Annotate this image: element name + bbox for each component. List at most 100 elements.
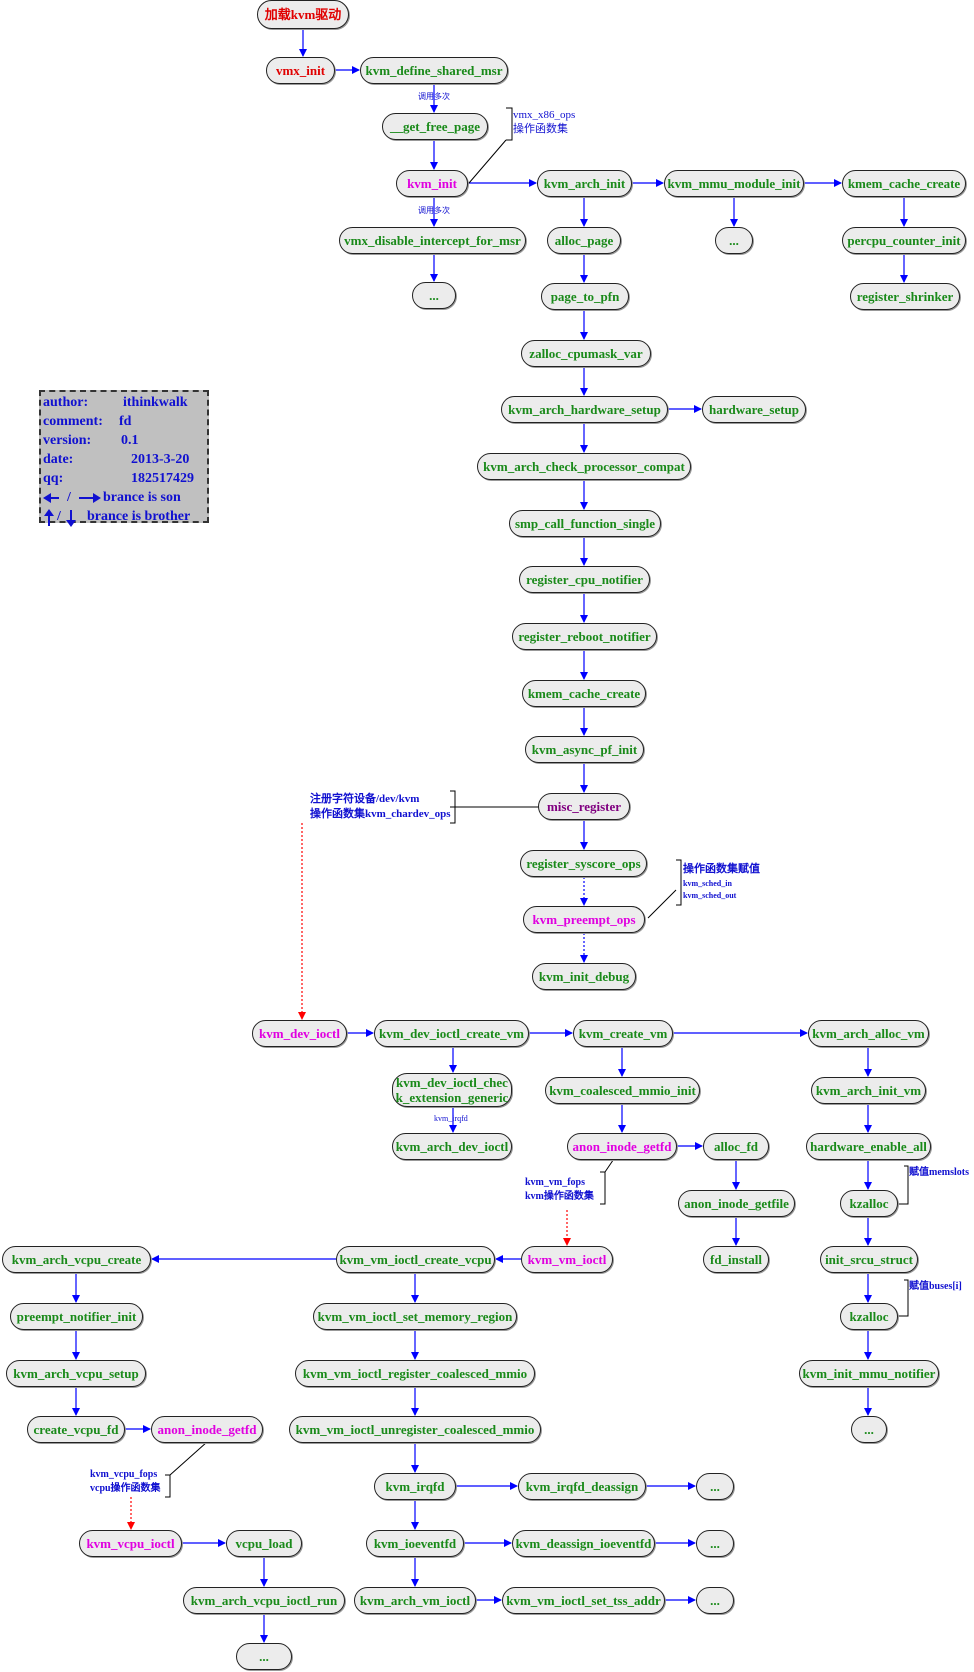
node-ellipsis-vcpu[interactable]: ...	[236, 1643, 292, 1670]
info-box: author: ithinkwalk comment: fd version: …	[39, 390, 209, 527]
node-kvm-arch-vcpu-create[interactable]: kvm_arch_vcpu_create	[2, 1246, 151, 1273]
legend-brother-text: brance is brother	[87, 509, 191, 524]
node-kvm-vm-ioctl-register-coalesced-mmio[interactable]: kvm_vm_ioctl_register_coalesced_mmio	[295, 1360, 535, 1387]
node-kvm-arch-check-processor-compat[interactable]: kvm_arch_check_processor_compat	[477, 453, 691, 480]
node-kvm-vm-ioctl-set-memory-region[interactable]: kvm_vm_ioctl_set_memory_region	[313, 1303, 517, 1330]
node-kvm-arch-alloc-vm[interactable]: kvm_arch_alloc_vm	[808, 1020, 929, 1047]
node-ellipsis-vmx[interactable]: ...	[412, 282, 456, 309]
node-kvm-deassign-ioeventfd[interactable]: kvm_deassign_ioeventfd	[512, 1530, 655, 1557]
info-comment-row: comment: fd	[43, 412, 205, 431]
note-call-many-2: 调用多次	[418, 206, 450, 215]
info-qq-row: qq: 182517429	[43, 469, 205, 488]
node-anon-inode-getfd-vcpu[interactable]: anon_inode_getfd	[151, 1416, 263, 1443]
node-smp-call-function-single[interactable]: smp_call_function_single	[509, 510, 661, 537]
node-kvm-ioeventfd[interactable]: kvm_ioeventfd	[366, 1530, 464, 1557]
node-kvm-preempt-ops[interactable]: kvm_preempt_ops	[523, 906, 645, 933]
bracket-preempt	[647, 859, 682, 919]
node-kmem-cache-create-mid[interactable]: kmem_cache_create	[522, 680, 646, 707]
node-init-srcu-struct[interactable]: init_srcu_struct	[820, 1246, 918, 1273]
legend-son-text: brance is son	[103, 490, 181, 505]
bracket-misc	[450, 790, 545, 824]
node-alloc-fd[interactable]: alloc_fd	[703, 1133, 769, 1160]
node-get-free-page[interactable]: __get_free_page	[382, 113, 488, 140]
node-register-syscore-ops[interactable]: register_syscore_ops	[520, 850, 647, 877]
note-misc-line1: 注册字符设备/dev/kvm	[310, 793, 420, 805]
node-zalloc-cpumask-var[interactable]: zalloc_cpumask_var	[521, 340, 651, 367]
node-kvm-dev-ioctl-check-extension-generic[interactable]: kvm_dev_ioctl_check_extension_generic	[392, 1073, 512, 1107]
node-load-kvm-driver[interactable]: 加载kvm驱动	[257, 0, 349, 29]
up-down-arrows-icon	[44, 509, 76, 527]
node-kvm-arch-init[interactable]: kvm_arch_init	[537, 170, 632, 197]
left-right-arrows-icon	[43, 493, 101, 503]
node-kvm-arch-vm-ioctl[interactable]: kvm_arch_vm_ioctl	[354, 1587, 476, 1614]
node-ellipsis-vm[interactable]: ...	[851, 1416, 887, 1443]
node-kvm-vm-ioctl[interactable]: kvm_vm_ioctl	[521, 1246, 613, 1273]
note-call-many-1: 调用多次	[418, 92, 450, 101]
node-kvm-vm-ioctl-set-tss-addr[interactable]: kvm_vm_ioctl_set_tss_addr	[502, 1587, 665, 1614]
node-kvm-irqfd[interactable]: kvm_irqfd	[374, 1473, 456, 1500]
node-ellipsis-ioeventfd[interactable]: ...	[696, 1530, 734, 1557]
note-buses: 赋值buses[i]	[909, 1281, 962, 1292]
node-misc-register[interactable]: misc_register	[538, 793, 630, 820]
node-kvm-arch-init-vm[interactable]: kvm_arch_init_vm	[811, 1077, 926, 1104]
info-qq-key: qq:	[43, 471, 64, 486]
node-kvm-define-shared-msr[interactable]: kvm_define_shared_msr	[360, 57, 508, 84]
node-alloc-page[interactable]: alloc_page	[547, 227, 621, 254]
note-misc-line2: 操作函数集kvm_chardev_ops	[310, 808, 451, 820]
bracket-buses	[896, 1279, 909, 1317]
info-author-row: author: ithinkwalk	[43, 393, 205, 412]
node-fd-install[interactable]: fd_install	[703, 1246, 769, 1273]
info-date-value: 2013-3-20	[131, 452, 190, 467]
node-kvm-dev-ioctl[interactable]: kvm_dev_ioctl	[252, 1020, 347, 1047]
node-create-vcpu-fd[interactable]: create_vcpu_fd	[27, 1416, 125, 1443]
node-hardware-setup[interactable]: hardware_setup	[702, 396, 806, 423]
node-vmx-disable-intercept-for-msr[interactable]: vmx_disable_intercept_for_msr	[339, 227, 526, 254]
legend-brother-sep: /	[57, 509, 61, 524]
bracket-vmx-ops	[462, 107, 513, 191]
node-percpu-counter-init[interactable]: percpu_counter_init	[842, 227, 966, 254]
node-kvm-irqfd-deassign[interactable]: kvm_irqfd_deassign	[518, 1473, 646, 1500]
node-anon-inode-getfile[interactable]: anon_inode_getfile	[678, 1190, 795, 1217]
node-kvm-init[interactable]: kvm_init	[396, 170, 468, 197]
node-preempt-notifier-init[interactable]: preempt_notifier_init	[10, 1303, 143, 1330]
node-vcpu-load[interactable]: vcpu_load	[226, 1530, 302, 1557]
node-kvm-init-mmu-notifier[interactable]: kvm_init_mmu_notifier	[799, 1360, 939, 1387]
node-kvm-vcpu-ioctl[interactable]: kvm_vcpu_ioctl	[79, 1530, 182, 1557]
note-vmx-ops-line2: 操作函数集	[513, 123, 568, 135]
node-ellipsis-mmu[interactable]: ...	[715, 227, 753, 254]
node-kvm-arch-vcpu-ioctl-run[interactable]: kvm_arch_vcpu_ioctl_run	[183, 1587, 345, 1614]
node-kvm-arch-hardware-setup[interactable]: kvm_arch_hardware_setup	[501, 396, 668, 423]
note-vcpu-fops-line2: vcpu操作函数集	[90, 1483, 161, 1494]
node-kvm-async-pf-init[interactable]: kvm_async_pf_init	[525, 736, 644, 763]
info-date-key: date:	[43, 452, 74, 467]
node-register-cpu-notifier[interactable]: register_cpu_notifier	[519, 566, 650, 593]
node-kvm-create-vm[interactable]: kvm_create_vm	[573, 1020, 673, 1047]
node-kvm-coalesced-mmio-init[interactable]: kvm_coalesced_mmio_init	[545, 1077, 700, 1104]
node-hardware-enable-all[interactable]: hardware_enable_all	[806, 1133, 931, 1160]
info-date-row: date: 2013-3-20	[43, 450, 205, 469]
node-kvm-dev-ioctl-create-vm[interactable]: kvm_dev_ioctl_create_vm	[374, 1020, 529, 1047]
node-kvm-vm-ioctl-create-vcpu[interactable]: kvm_vm_ioctl_create_vcpu	[336, 1246, 495, 1273]
node-anon-inode-getfd-vm[interactable]: anon_inode_getfd	[567, 1133, 677, 1160]
edge-group	[72, 29, 908, 1643]
node-page-to-pfn[interactable]: page_to_pfn	[541, 283, 629, 310]
node-vmx-init[interactable]: vmx_init	[266, 57, 335, 84]
node-kvm-init-debug[interactable]: kvm_init_debug	[532, 963, 636, 990]
note-kvm-irqfd-label: kvm_irqfd	[434, 1114, 468, 1123]
node-register-reboot-notifier[interactable]: register_reboot_notifier	[512, 623, 657, 650]
node-ellipsis-tss[interactable]: ...	[696, 1587, 734, 1614]
info-author-value: ithinkwalk	[123, 395, 188, 410]
node-kzalloc-2[interactable]: kzalloc	[840, 1303, 898, 1330]
info-version-key: version:	[43, 433, 92, 448]
node-kvm-arch-vcpu-setup[interactable]: kvm_arch_vcpu_setup	[6, 1360, 146, 1387]
node-kvm-mmu-module-init[interactable]: kvm_mmu_module_init	[664, 170, 804, 197]
node-kvm-vm-ioctl-unregister-coalesced-mmio[interactable]: kvm_vm_ioctl_unregister_coalesced_mmio	[289, 1416, 541, 1443]
node-register-shrinker[interactable]: register_shrinker	[850, 283, 960, 310]
note-preempt-line2: kvm_sched_in	[683, 879, 732, 888]
node-kzalloc-1[interactable]: kzalloc	[840, 1190, 898, 1217]
info-comment-key: comment:	[43, 414, 103, 429]
node-kmem-cache-create-top[interactable]: kmem_cache_create	[842, 170, 966, 197]
node-kvm-arch-dev-ioctl[interactable]: kvm_arch_dev_ioctl	[392, 1133, 512, 1160]
note-vm-fops-line2: kvm操作函数集	[525, 1191, 594, 1202]
node-ellipsis-irqfd[interactable]: ...	[696, 1473, 734, 1500]
